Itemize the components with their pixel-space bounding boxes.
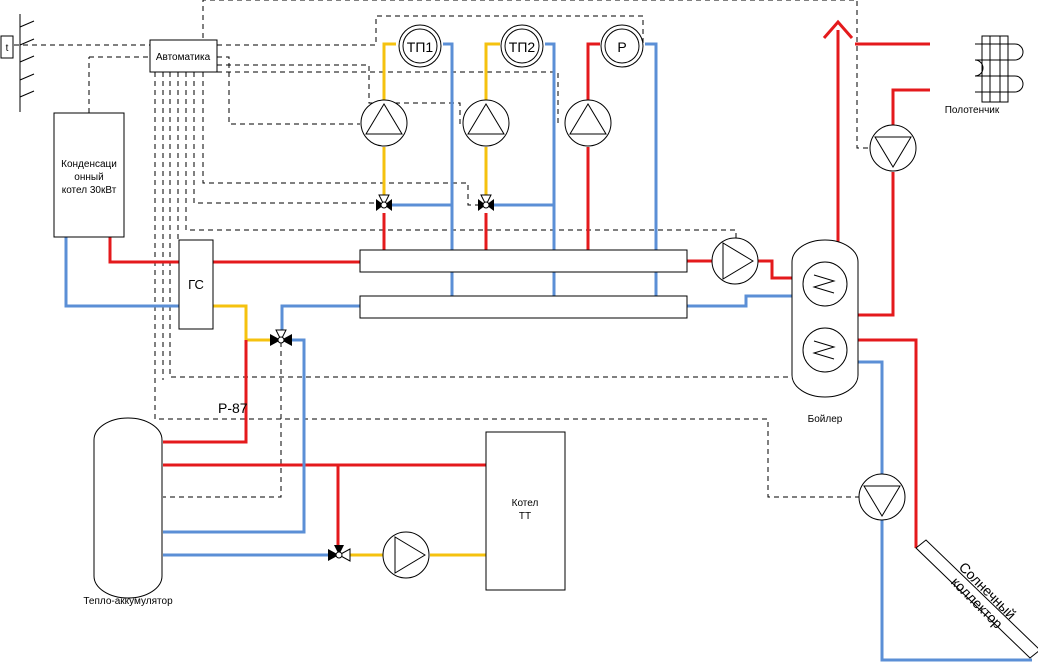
solar-collector: Солнечный коллектор bbox=[915, 539, 1038, 659]
water-heater-tank: Бойлер bbox=[791, 239, 859, 425]
return-manifold bbox=[359, 295, 688, 319]
p87-label: Р-87 bbox=[218, 400, 248, 416]
towel-warmer: Полотенчик bbox=[945, 35, 1024, 116]
automatics-label: Автоматика bbox=[156, 52, 211, 63]
pump-solar bbox=[858, 473, 906, 521]
three-way-valve-tp2 bbox=[478, 194, 494, 211]
outdoor-sensor: t bbox=[0, 14, 35, 112]
condensing-boiler: Конденсаци онный котел 30кВт bbox=[53, 112, 125, 238]
three-way-valve-solid-fuel bbox=[328, 545, 351, 562]
three-way-valve-accumulator bbox=[270, 329, 292, 346]
automatics-unit: Автоматика bbox=[149, 39, 218, 73]
solid-fuel-boiler-label-2: ТТ bbox=[519, 511, 531, 522]
pump-tp2 bbox=[462, 99, 510, 147]
thermostat-tp1-label: ТП1 bbox=[407, 39, 434, 55]
thermostat-tp2-label: ТП2 bbox=[509, 39, 536, 55]
pump-radiator bbox=[564, 99, 612, 147]
thermostat-tp2: ТП2 bbox=[500, 24, 544, 68]
heat-accumulator: Тепло-аккумулятор bbox=[83, 417, 173, 607]
supply-pipes bbox=[108, 19, 930, 548]
thermostat-radiator: Р bbox=[600, 24, 644, 68]
towel-warmer-label: Полотенчик bbox=[945, 105, 1000, 116]
hydraulic-separator-label: ГС bbox=[188, 277, 204, 292]
thermostat-tp1: ТП1 bbox=[398, 24, 442, 68]
pump-solid-fuel bbox=[382, 531, 430, 579]
condensing-boiler-label-2: онный bbox=[74, 172, 103, 183]
condensing-boiler-label-1: Конденсаци bbox=[61, 159, 117, 170]
hydraulic-separator: ГС bbox=[178, 239, 214, 330]
solid-fuel-boiler: Котел ТТ bbox=[485, 431, 566, 591]
outdoor-sensor-label: t bbox=[6, 43, 9, 54]
pump-tp1 bbox=[360, 99, 408, 147]
mixed-pipes bbox=[213, 42, 500, 557]
water-heater-label: Бойлер bbox=[808, 414, 843, 425]
supply-manifold bbox=[359, 249, 688, 273]
return-pipes bbox=[64, 42, 1032, 662]
pump-towel bbox=[869, 124, 917, 172]
thermostat-radiator-label: Р bbox=[617, 39, 626, 55]
pump-boiler-load bbox=[711, 237, 759, 285]
condensing-boiler-label-3: котел 30кВт bbox=[62, 185, 117, 196]
solid-fuel-boiler-label-1: Котел bbox=[512, 498, 539, 509]
three-way-valve-tp1 bbox=[376, 194, 392, 211]
heat-accumulator-label: Тепло-аккумулятор bbox=[83, 596, 173, 607]
